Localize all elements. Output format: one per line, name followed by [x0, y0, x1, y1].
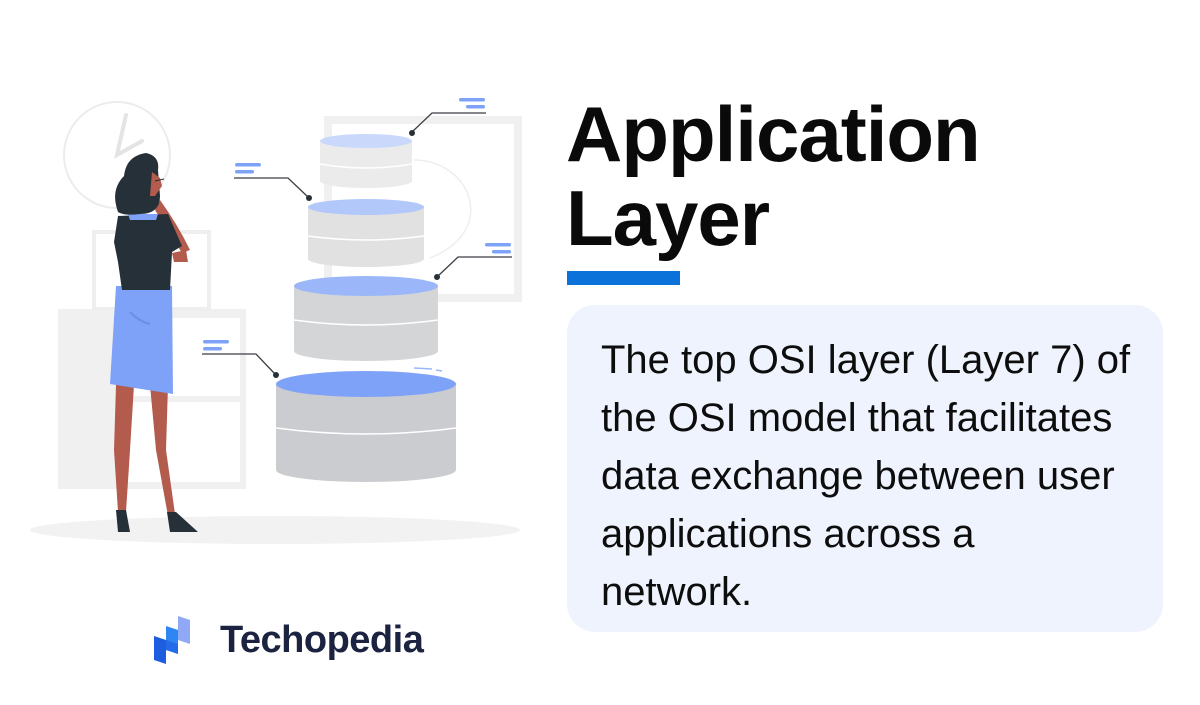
brand-logo: Techopedia — [152, 612, 424, 668]
title-line-1: Application — [566, 90, 981, 178]
title-line-2: Layer — [566, 174, 770, 262]
title-accent-bar — [567, 271, 680, 285]
callout-2 — [234, 177, 309, 198]
techopedia-logo-icon — [154, 616, 190, 664]
database-cylinder-2 — [307, 199, 425, 267]
definition-text: The top OSI layer (Layer 7) of the OSI m… — [601, 338, 1131, 614]
database-cylinder-1 — [319, 134, 413, 188]
floor-shadow — [30, 516, 520, 544]
callout-1 — [411, 112, 486, 133]
page-title: Application Layer — [566, 90, 981, 262]
callout-4 — [202, 353, 276, 375]
desk-drawers — [58, 230, 246, 489]
callout-3 — [437, 256, 512, 277]
definition-card: The top OSI layer (Layer 7) of the OSI m… — [567, 305, 1163, 632]
database-cylinder-4 — [275, 367, 457, 482]
brand-name: Techopedia — [220, 618, 424, 661]
database-cylinder-3 — [293, 276, 439, 361]
database-stack-illustration — [30, 98, 522, 544]
woman-figure — [110, 153, 198, 532]
